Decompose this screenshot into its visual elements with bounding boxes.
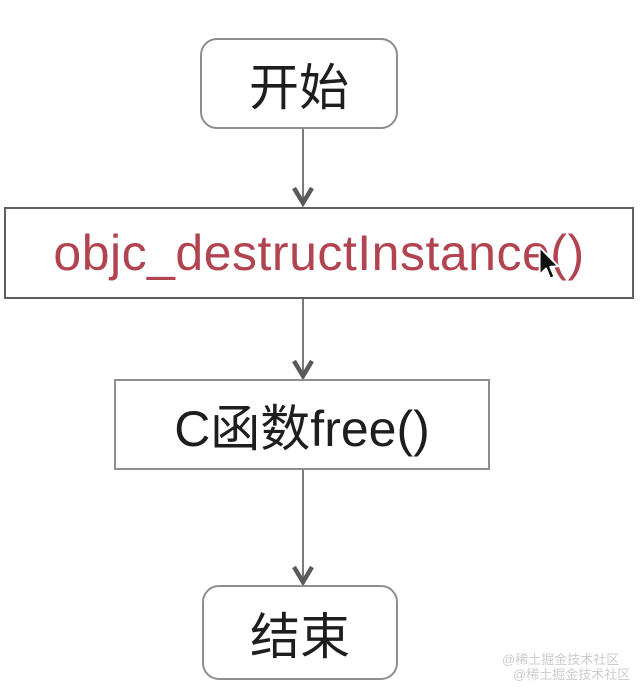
arrow-down-icon	[292, 129, 314, 207]
watermark-text: @稀土掘金技术社区	[513, 667, 631, 682]
node-cfree-label: C函数free()	[174, 400, 430, 457]
arrow-start-to-destruct	[291, 129, 315, 207]
node-end-label: 结束	[250, 608, 350, 665]
arrow-down-icon	[292, 299, 314, 380]
watermark-text: @稀土掘金技术社区	[502, 652, 620, 667]
arrow-destruct-to-cfree	[291, 299, 315, 380]
flowchart-node-end: 结束	[202, 585, 398, 680]
arrow-cfree-to-end	[291, 470, 315, 586]
node-destruct-label: objc_destructInstance()	[53, 225, 585, 281]
mouse-cursor-icon	[538, 246, 560, 280]
flowchart-node-start: 开始	[200, 38, 398, 129]
flowchart-node-c-free: C函数free()	[114, 379, 490, 470]
arrow-down-icon	[292, 470, 314, 586]
node-start-label: 开始	[249, 59, 349, 116]
flowchart-node-objc-destruct-instance: objc_destructInstance()	[4, 207, 634, 299]
